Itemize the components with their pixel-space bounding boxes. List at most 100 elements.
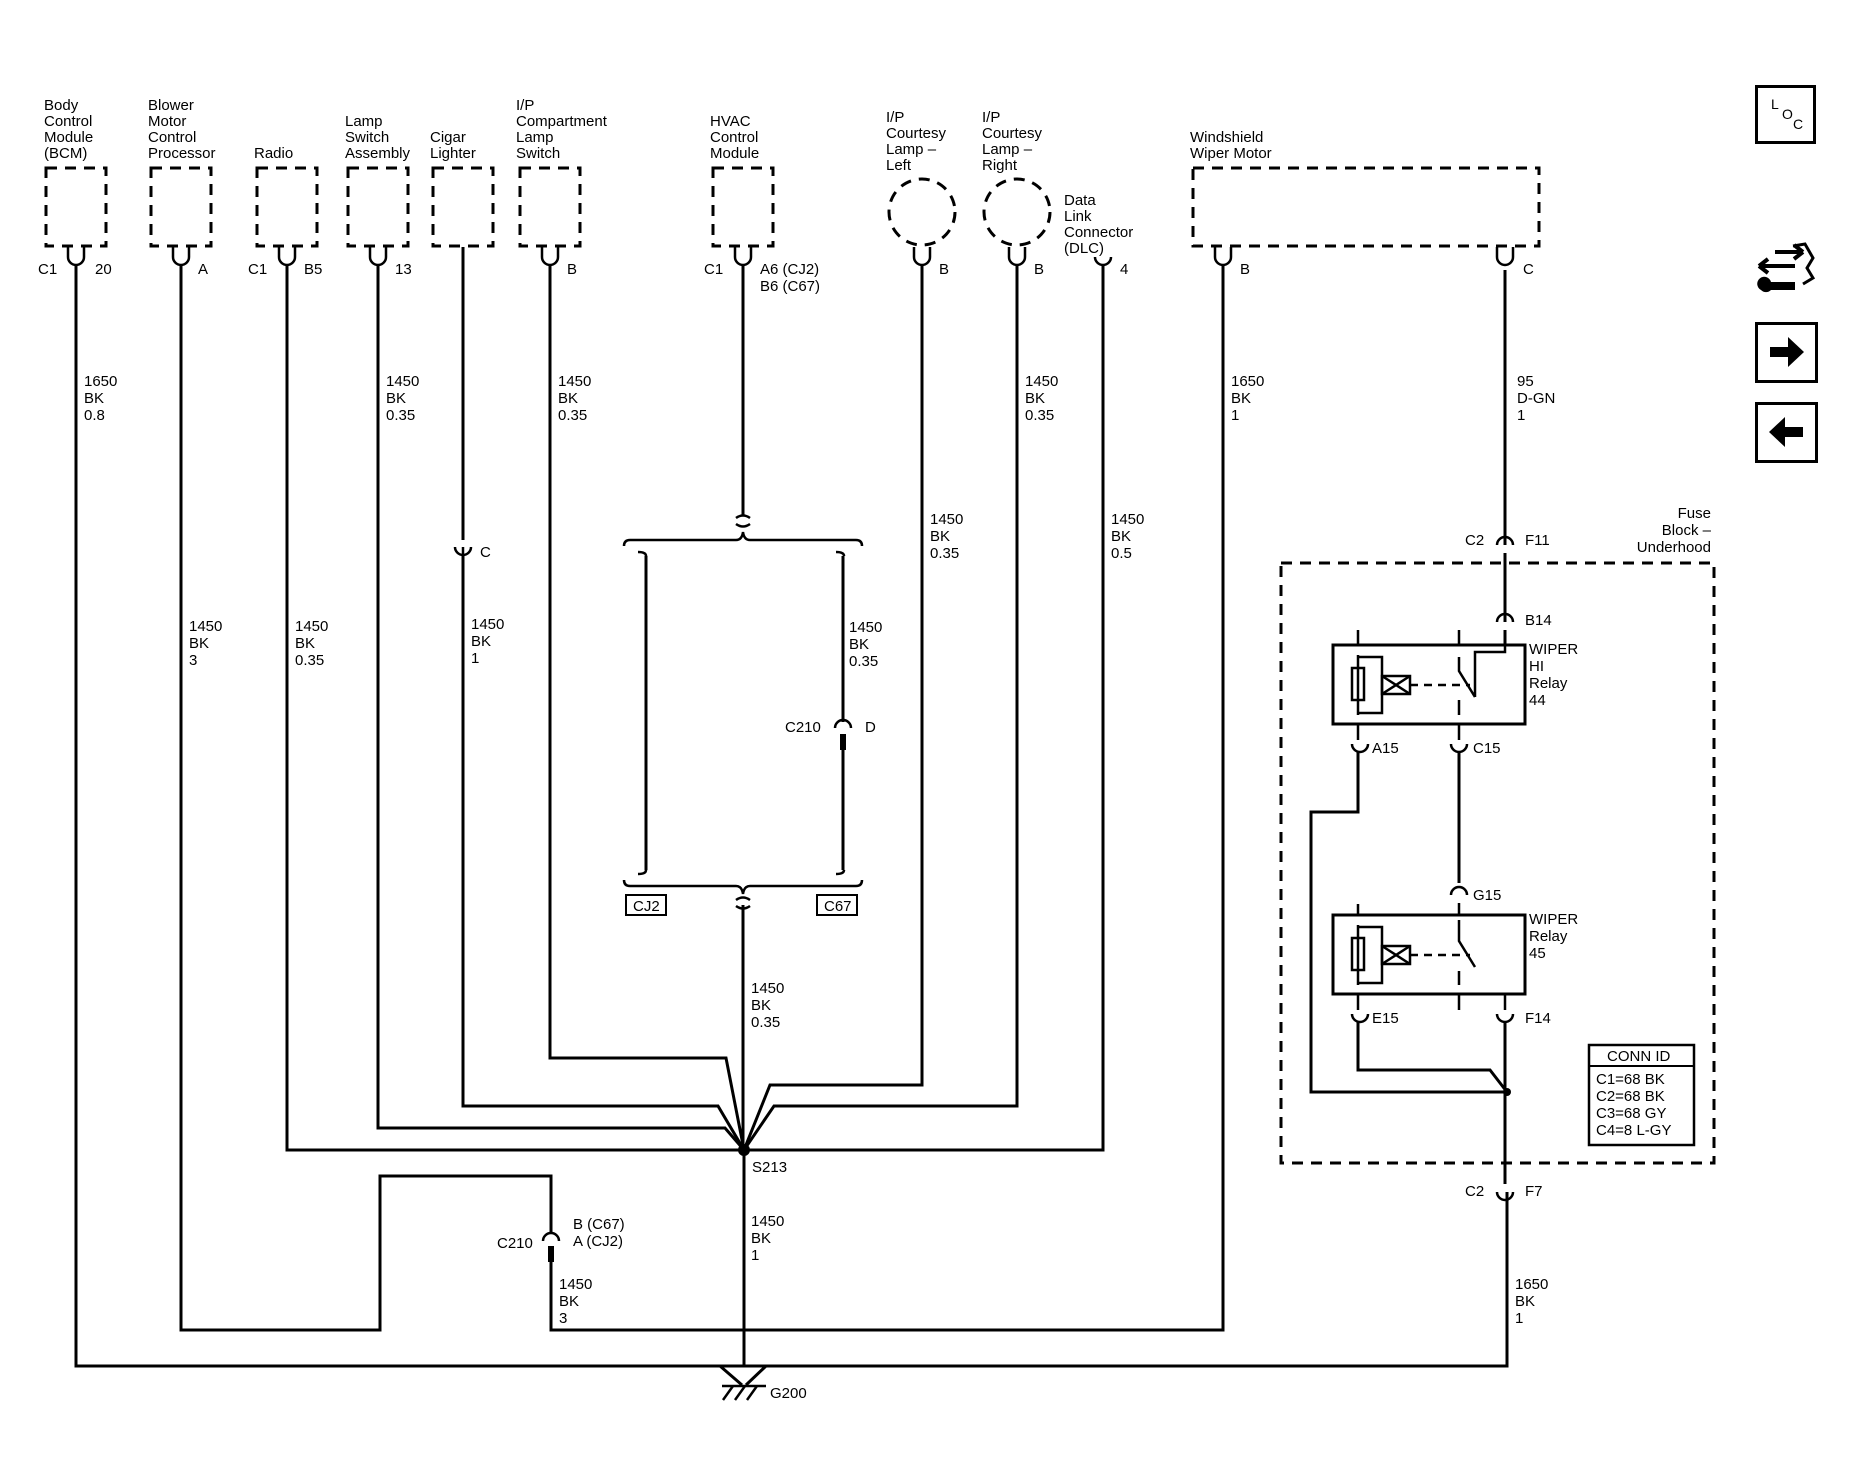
arrow-left-icon[interactable] (1755, 402, 1818, 463)
svg-text:0.35: 0.35 (751, 1014, 780, 1031)
svg-text:95: 95 (1517, 373, 1534, 390)
svg-text:B5: B5 (304, 261, 322, 278)
svg-text:1450: 1450 (558, 373, 591, 390)
svg-text:A: A (198, 261, 208, 278)
svg-text:C: C (1523, 261, 1534, 278)
svg-text:BK: BK (1515, 1293, 1535, 1310)
svg-text:HVAC: HVAC (710, 113, 751, 130)
svg-text:0.35: 0.35 (930, 545, 959, 562)
label-fuse-block-underhood: Fuse Block – Underhood (1637, 505, 1712, 556)
svg-text:0.35: 0.35 (386, 407, 415, 424)
bcm-box (44, 166, 108, 248)
svg-text:Relay: Relay (1529, 928, 1568, 945)
schematic-wrench-icon[interactable] (1755, 242, 1820, 306)
label-courtesy-lamp-right: I/P Courtesy Lamp – Right (982, 109, 1043, 174)
svg-text:Connector: Connector (1064, 224, 1133, 241)
svg-text:Lighter: Lighter (430, 145, 476, 162)
svg-text:Courtesy: Courtesy (982, 125, 1043, 142)
svg-text:1: 1 (1515, 1310, 1523, 1327)
connector-pins (66, 247, 1515, 1262)
svg-text:44: 44 (1529, 692, 1546, 709)
svg-text:1450: 1450 (471, 616, 504, 633)
svg-text:0.35: 0.35 (1025, 407, 1054, 424)
svg-text:BK: BK (471, 633, 491, 650)
svg-text:C2=68 BK: C2=68 BK (1596, 1088, 1665, 1105)
svg-text:I/P: I/P (886, 109, 904, 126)
cigar-lighter-box (431, 166, 495, 248)
label-data-link-connector: Data Link Connector (DLC) (1064, 192, 1133, 257)
fuse-block-underhood-box (1279, 561, 1716, 1165)
svg-text:I/P: I/P (516, 97, 534, 114)
svg-text:G15: G15 (1473, 887, 1501, 904)
label-courtesy-lamp-left: I/P Courtesy Lamp – Left (886, 109, 947, 174)
svg-text:0.5: 0.5 (1111, 545, 1132, 562)
svg-text:C3=68 GY: C3=68 GY (1596, 1105, 1666, 1122)
conn-id-table: CONN ID C1=68 BK C2=68 BK C3=68 GY C4=8 … (1587, 1043, 1696, 1147)
svg-text:HI: HI (1529, 658, 1544, 675)
svg-text:BK: BK (1231, 390, 1251, 407)
svg-text:0.8: 0.8 (84, 407, 105, 424)
option-c67-label: C67 (824, 898, 852, 915)
courtesy-lamp-left-circle (887, 177, 957, 247)
svg-text:F7: F7 (1525, 1183, 1543, 1200)
svg-text:Underhood: Underhood (1637, 539, 1711, 556)
svg-text:C: C (480, 544, 491, 561)
ip-compartment-box (518, 166, 582, 248)
arrow-right-icon[interactable] (1755, 322, 1818, 383)
svg-text:Courtesy: Courtesy (886, 125, 947, 142)
svg-text:1450: 1450 (1025, 373, 1058, 390)
svg-text:Right: Right (982, 157, 1018, 174)
loc-letter-c: C (1793, 116, 1804, 132)
svg-text:Motor: Motor (148, 113, 186, 130)
svg-text:I/P: I/P (982, 109, 1000, 126)
svg-text:Radio: Radio (254, 145, 293, 162)
svg-text:A15: A15 (1372, 740, 1399, 757)
svg-text:13: 13 (395, 261, 412, 278)
ground-g200 (721, 1384, 766, 1401)
svg-text:Block –: Block – (1662, 522, 1712, 539)
fuse-block-wiring (1309, 270, 1527, 1184)
svg-text:C210: C210 (497, 1235, 533, 1252)
svg-text:Processor: Processor (148, 145, 216, 162)
svg-text:B: B (1240, 261, 1250, 278)
courtesy-lamp-right-circle (982, 177, 1052, 247)
pin-labels: C1 20 A C1 B5 13 B C1 A6 (CJ2) B6 (C67) … (38, 261, 1552, 1252)
svg-text:1: 1 (471, 650, 479, 667)
svg-text:B: B (567, 261, 577, 278)
svg-text:0.35: 0.35 (849, 653, 878, 670)
wiper-motor-box (1191, 166, 1541, 248)
svg-text:C2: C2 (1465, 532, 1484, 549)
svg-text:1450: 1450 (559, 1276, 592, 1293)
label-lamp-switch-assembly: Lamp Switch Assembly (345, 113, 411, 162)
svg-text:Cigar: Cigar (430, 129, 466, 146)
svg-text:0.35: 0.35 (295, 652, 324, 669)
svg-text:1450: 1450 (1111, 511, 1144, 528)
hvac-box (711, 166, 775, 248)
svg-text:B: B (1034, 261, 1044, 278)
location-button[interactable]: L O C (1755, 85, 1816, 144)
svg-text:BK: BK (1111, 528, 1131, 545)
loc-letter-o: O (1782, 106, 1793, 122)
svg-text:BK: BK (558, 390, 578, 407)
svg-text:Body: Body (44, 97, 79, 114)
svg-text:B14: B14 (1525, 612, 1552, 629)
svg-text:WIPER: WIPER (1529, 641, 1578, 658)
svg-text:3: 3 (559, 1310, 567, 1327)
svg-text:Lamp: Lamp (345, 113, 383, 130)
ground-label: G200 (770, 1385, 807, 1402)
svg-text:3: 3 (189, 652, 197, 669)
svg-text:Control: Control (148, 129, 196, 146)
svg-text:C1: C1 (38, 261, 57, 278)
option-cj2-label: CJ2 (633, 898, 660, 915)
svg-text:Module: Module (44, 129, 93, 146)
